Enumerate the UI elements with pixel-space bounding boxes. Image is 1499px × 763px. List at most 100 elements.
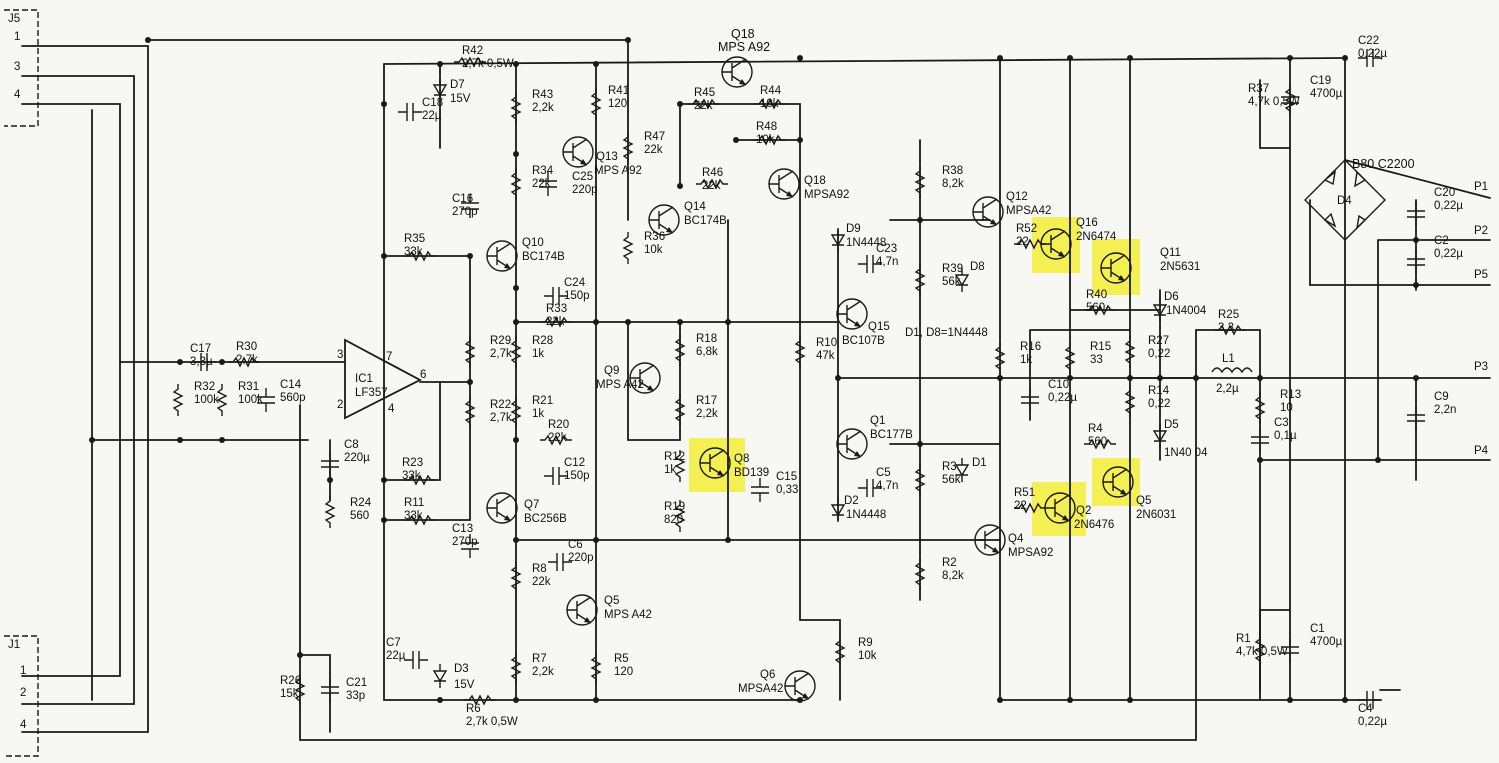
capacitor-ref: C13 — [452, 523, 473, 535]
resistor-ref: R18 — [696, 333, 717, 345]
resistor-value: 2,7k — [236, 354, 258, 366]
d9-type: 1N4448 — [846, 237, 886, 249]
resistor-ref: R16 — [1020, 341, 1041, 353]
resistor-ref: R29 — [490, 335, 511, 347]
resistor-value: 120 — [608, 98, 627, 110]
resistor-value: 33k — [404, 510, 423, 522]
highlight-q8 — [689, 438, 745, 492]
junction-dot — [1375, 457, 1381, 463]
q4-ref: Q4 — [1008, 533, 1024, 545]
junction-dot — [513, 437, 519, 443]
resistor-value: 22k — [644, 144, 663, 156]
resistor-ref: R10 — [816, 337, 837, 349]
junction-dot — [381, 517, 387, 523]
q5b-ref: Q5 — [1136, 495, 1151, 507]
capacitor-c22: C220,22µ — [1357, 35, 1387, 68]
resistor-value: 10k — [756, 134, 775, 146]
resistor-value: 6,8k — [696, 346, 718, 358]
d8-ref: D8 — [970, 261, 985, 273]
j1-label: J1 — [8, 639, 20, 651]
junction-dot — [797, 137, 803, 143]
capacitor-value: 220p — [572, 184, 598, 196]
resistor-ref: R3 — [942, 461, 957, 473]
q9-type: MPS A42 — [596, 379, 644, 391]
junction-dot — [997, 55, 1003, 61]
resistor-value: 100k — [194, 394, 219, 406]
junction-dot — [1157, 375, 1163, 381]
q16-ref: Q16 — [1076, 217, 1098, 229]
output-p3: P3 — [1474, 361, 1488, 373]
d6-ref: D6 — [1164, 291, 1179, 303]
capacitors: C1822µC16270pC25220pC24150pC173,3µC14560… — [190, 35, 1463, 728]
capacitor-value: 560p — [280, 392, 306, 404]
resistor-ref: R17 — [696, 395, 717, 407]
q12-type: MPSA42 — [1006, 205, 1051, 217]
j1-pin-4: 4 — [20, 719, 27, 731]
j5-pin-4: 4 — [14, 89, 21, 101]
highlight-q2 — [1032, 482, 1086, 536]
resistor-value: 3,3 — [1218, 322, 1234, 334]
capacitor-value: 220p — [568, 552, 594, 564]
resistor-ref: R11 — [404, 497, 424, 509]
capacitor-value: 2,2n — [1434, 404, 1456, 416]
j1-pin-2: 2 — [20, 687, 26, 699]
resistor-value: 1k — [1020, 354, 1032, 366]
capacitor-value: 0,22µ — [1434, 200, 1463, 212]
resistor-value: 47k — [816, 350, 835, 362]
ic1-pin4: 4 — [388, 403, 395, 415]
junction-dot — [381, 101, 387, 107]
junction-dot — [513, 151, 519, 157]
capacitor-value: 150p — [564, 470, 590, 482]
q4-type: MPSA92 — [1008, 547, 1053, 559]
output-p4: P4 — [1474, 445, 1489, 457]
capacitor-ref: C16 — [452, 193, 473, 205]
resistor-ref: R24 — [350, 497, 372, 509]
junction-dot — [297, 652, 303, 658]
capacitor-value: 0,22µ — [1048, 392, 1077, 404]
resistor-ref: R43 — [532, 89, 553, 101]
resistor-ref: R34 — [532, 165, 554, 177]
resistor-ref: R25 — [1218, 309, 1239, 321]
resistor-ref: R32 — [194, 381, 215, 393]
capacitor-ref: C15 — [776, 471, 797, 483]
d7-type: 15V — [450, 93, 471, 105]
capacitor-value: 270p — [452, 536, 478, 548]
resistor-ref: R6 — [466, 703, 481, 715]
resistor-value: 1k — [664, 464, 676, 476]
ic1-pin3: 3 — [337, 349, 343, 361]
resistor-value: 2,7k 0,5W — [466, 716, 518, 728]
q10-type: BC174B — [522, 251, 565, 263]
resistor-ref: R37 — [1248, 83, 1269, 95]
resistor-ref: R35 — [404, 233, 425, 245]
resistor-ref: R20 — [548, 419, 569, 431]
q12-ref: Q12 — [1006, 191, 1028, 203]
resistor-r2: R28,2k — [915, 557, 964, 591]
diode-d3 — [433, 663, 447, 689]
resistor-ref: R52 — [1016, 223, 1037, 235]
resistor-ref: R1 — [1236, 633, 1251, 645]
capacitor-value: 270p — [452, 206, 478, 218]
q16-type: 2N6474 — [1076, 231, 1117, 243]
q15-ref: Q15 — [868, 321, 890, 333]
